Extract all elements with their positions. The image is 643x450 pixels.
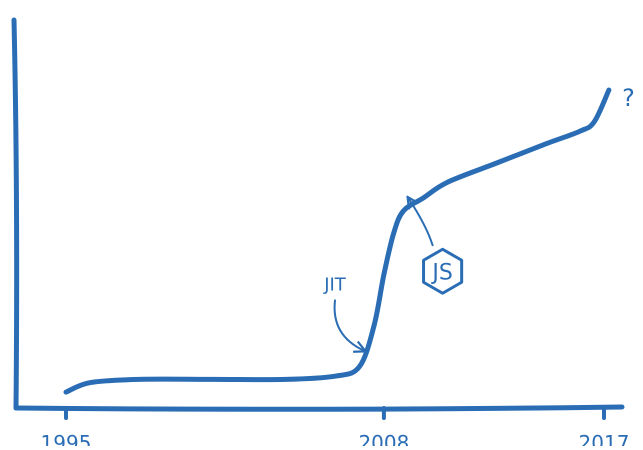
annotation-arrow-jit xyxy=(333,299,365,350)
annotation-arrow-js xyxy=(408,198,434,247)
x-tick-label-2017: 2017 xyxy=(579,431,630,446)
annotation-label-js: JS xyxy=(430,260,452,285)
series-line xyxy=(63,87,612,395)
annotation-label-jit: JIT xyxy=(323,274,347,295)
x-tick-label-2008: 2008 xyxy=(358,431,409,446)
annotation-question-mark: ? xyxy=(622,84,635,112)
x-tick-label-1995: 1995 xyxy=(41,431,92,446)
x-axis-line xyxy=(13,404,625,412)
nodejs-hexagon-icon xyxy=(422,247,464,295)
y-axis-line xyxy=(11,17,20,411)
